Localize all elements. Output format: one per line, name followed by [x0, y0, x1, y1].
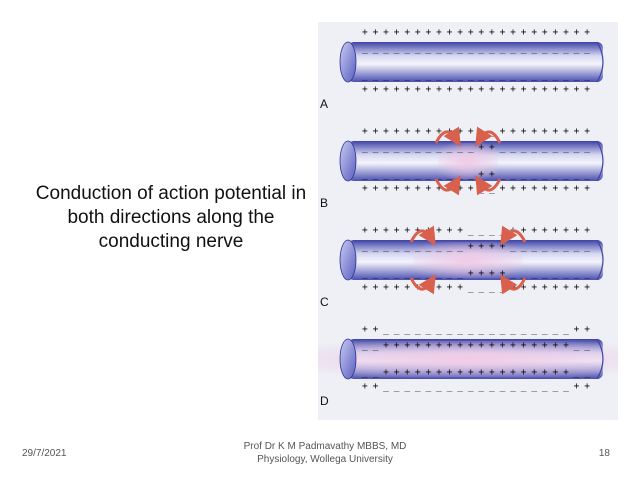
charge-row-bottom-inner: _ _ + + + + + + + + + + + + + + + + + + … — [362, 367, 590, 378]
charge-row-top-inner: _ _ _ _ _ _ _ _ _ _ _ + + _ _ _ _ _ _ _ … — [362, 142, 590, 153]
local-current-arrow — [409, 225, 436, 246]
depolarized-region — [413, 242, 523, 278]
slide-date: 29/7/2021 — [22, 448, 67, 459]
local-current-arrow — [434, 175, 461, 196]
nerve-fiber-diagram: + + + + + + + + + + + + + + + + + + + + … — [284, 22, 638, 420]
local-current-arrow — [434, 126, 461, 147]
fiber-end-cap — [339, 239, 357, 281]
charge-row-bottom-outer: + + _ _ _ _ _ _ _ _ _ _ _ _ _ _ _ _ _ _ … — [362, 381, 590, 392]
local-current-arrow — [409, 274, 436, 295]
charge-row-top-outer: + + _ _ _ _ _ _ _ _ _ _ _ _ _ _ _ _ _ _ … — [362, 324, 590, 335]
fiber-end-cap — [339, 41, 357, 83]
fiber-end-cap — [339, 338, 357, 380]
charge-row-top-inner: _ _ _ _ _ _ _ _ _ _ + + + + _ _ _ _ _ _ … — [362, 241, 590, 252]
charge-row-bottom-inner: _ _ _ _ _ _ _ _ _ _ _ _ _ _ _ _ _ _ _ _ … — [362, 70, 590, 81]
fiber-end-curve — [596, 338, 604, 380]
charge-row-bottom-outer: + + + + + + + + + + + _ _ + + + + + + + … — [362, 183, 590, 194]
charge-row-top-outer: + + + + + + + + + + + _ _ + + + + + + + … — [362, 126, 590, 137]
nerve-fiber-body — [348, 42, 603, 82]
local-current-arrow — [500, 274, 527, 295]
charge-row-top-outer: + + + + + + + + + + _ _ _ _ + + + + + + … — [362, 225, 590, 236]
fiber-end-curve — [596, 140, 604, 182]
charge-row-top-inner: _ _ + + + + + + + + + + + + + + + + + + … — [362, 340, 590, 351]
local-current-arrow — [475, 126, 502, 147]
panel-label: A — [320, 97, 328, 111]
page-number: 18 — [598, 448, 610, 459]
charge-row-bottom-outer: + + + + + + + + + + + + + + + + + + + + … — [362, 84, 590, 95]
local-current-arrow — [475, 175, 502, 196]
fiber-end-curve — [596, 41, 604, 83]
depolarized-region — [438, 143, 498, 179]
charge-row-bottom-inner: _ _ _ _ _ _ _ _ _ _ + + + + _ _ _ _ _ _ … — [362, 268, 590, 279]
charge-row-top-outer: + + + + + + + + + + + + + + + + + + + + … — [362, 27, 590, 38]
charge-row-top-inner: _ _ _ _ _ _ _ _ _ _ _ _ _ _ _ _ _ _ _ _ … — [362, 43, 590, 54]
credit-line-1: Prof Dr K M Padmavathy MBBS, MD — [243, 441, 407, 452]
charge-row-bottom-inner: _ _ _ _ _ _ _ _ _ _ _ + + _ _ _ _ _ _ _ … — [362, 169, 590, 180]
fiber-end-cap — [339, 140, 357, 182]
nerve-conduction-figure: + + + + + + + + + + + + + + + + + + + + … — [284, 22, 638, 420]
panel-label: D — [320, 394, 329, 408]
credit-line-2: Physiology, Wollega University — [257, 454, 393, 465]
panel-label: B — [320, 196, 328, 210]
local-current-arrow — [500, 225, 527, 246]
charge-row-bottom-outer: + + + + + + + + + + _ _ _ _ + + + + + + … — [362, 282, 590, 293]
slide-credit: Prof Dr K M Padmavathy MBBS, MD Physiolo… — [225, 440, 425, 466]
fiber-end-curve — [596, 239, 604, 281]
panel-label: C — [320, 295, 329, 309]
slide-title: Conduction of action potential in both d… — [35, 183, 307, 252]
